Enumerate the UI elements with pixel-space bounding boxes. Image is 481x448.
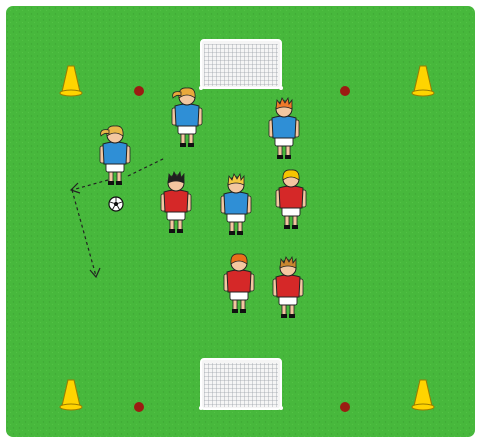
disc-marker-icon <box>134 402 144 412</box>
disc-marker-icon <box>340 86 350 96</box>
soccer-ball-icon <box>109 197 123 211</box>
top-goal-icon <box>199 40 283 90</box>
disc-marker-icon <box>340 402 350 412</box>
disc-marker-icon <box>134 86 144 96</box>
bottom-goal-icon <box>199 359 283 410</box>
